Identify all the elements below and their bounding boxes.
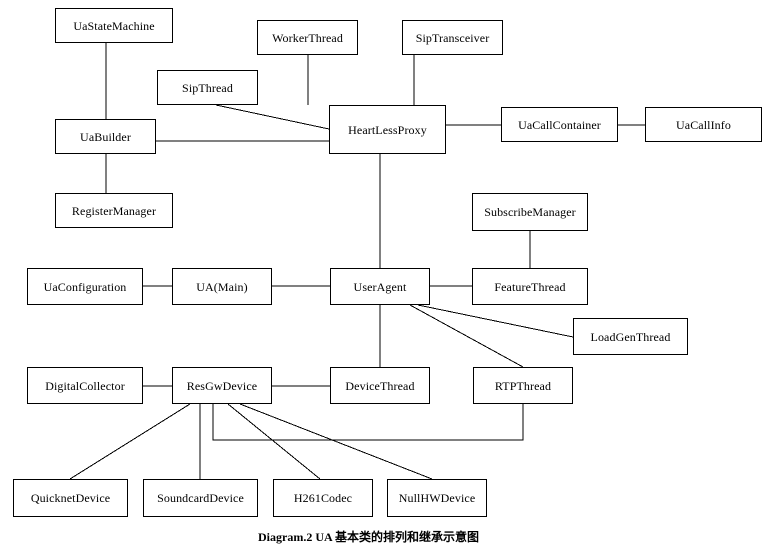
class-node-DeviceThread[interactable]: DeviceThread: [330, 367, 430, 404]
class-node-LoadGenThread[interactable]: LoadGenThread: [573, 318, 688, 355]
class-node-label: ResGwDevice: [186, 378, 258, 393]
class-node-label: RegisterManager: [71, 203, 157, 218]
class-node-NullHWDevice[interactable]: NullHWDevice: [387, 479, 487, 517]
class-node-label: NullHWDevice: [398, 491, 476, 505]
class-node-label: UaCallContainer: [518, 117, 601, 132]
class-node-FeatureThread[interactable]: FeatureThread: [472, 268, 588, 305]
class-node-SipTransceiver[interactable]: SipTransceiver: [402, 20, 503, 55]
class-node-label: DeviceThread: [345, 378, 415, 393]
class-node-label: UaCallInfo: [676, 117, 731, 132]
class-node-HeartLessProxy[interactable]: HeartLessProxy: [329, 105, 446, 154]
class-node-label: SipTransceiver: [415, 30, 490, 45]
class-node-DigitalCollector[interactable]: DigitalCollector: [27, 367, 143, 404]
class-node-label: UserAgent: [353, 279, 407, 294]
class-node-label: WorkerThread: [272, 30, 343, 45]
connector-UserAgent-to-RTPThread: [409, 304, 524, 368]
class-node-label: H261Codec: [293, 491, 353, 505]
class-node-label: RTPThread: [494, 378, 552, 393]
class-node-RegisterManager[interactable]: RegisterManager: [55, 193, 173, 228]
connector-UserAgent-to-LoadGenThread: [417, 304, 574, 338]
connector-ResGwDevice-to-RTPThread: [212, 404, 524, 441]
class-node-QuicknetDevice[interactable]: QuicknetDevice: [13, 479, 128, 517]
class-node-label: HeartLessProxy: [348, 122, 427, 137]
class-node-SubscribeManager[interactable]: SubscribeManager: [472, 193, 588, 231]
class-node-label: DigitalCollector: [45, 378, 125, 393]
class-node-UaStateMachine[interactable]: UaStateMachine: [55, 8, 173, 43]
class-node-RTPThread[interactable]: RTPThread: [473, 367, 573, 404]
class-node-label: LoadGenThread: [590, 329, 671, 344]
class-node-UaBuilder[interactable]: UaBuilder: [55, 119, 156, 154]
class-node-label: SoundcardDevice: [157, 491, 244, 505]
class-node-UA(Main)[interactable]: UA(Main): [172, 268, 272, 305]
connector-SipThread-to-HeartLessProxy: [215, 104, 330, 130]
class-node-label: FeatureThread: [494, 279, 566, 294]
connector-ResGwDevice-to-H261Codec: [227, 403, 321, 480]
diagram-caption: Diagram.2 UA 基本类的排列和继承示意图: [258, 530, 479, 544]
connector-ResGwDevice-to-QuicknetDevice: [69, 403, 191, 480]
class-node-WorkerThread[interactable]: WorkerThread: [257, 20, 358, 55]
class-node-SoundcardDevice[interactable]: SoundcardDevice: [143, 479, 258, 517]
class-node-label: SubscribeManager: [484, 205, 576, 219]
class-node-label: UaConfiguration: [43, 279, 127, 294]
class-node-UaCallInfo[interactable]: UaCallInfo: [645, 107, 762, 142]
class-node-H261Codec[interactable]: H261Codec: [273, 479, 373, 517]
class-node-label: UaStateMachine: [73, 18, 155, 33]
class-node-UserAgent[interactable]: UserAgent: [330, 268, 430, 305]
class-node-SipThread[interactable]: SipThread: [157, 70, 258, 105]
class-node-ResGwDevice[interactable]: ResGwDevice: [172, 367, 272, 404]
class-node-label: QuicknetDevice: [30, 491, 111, 505]
class-node-UaConfiguration[interactable]: UaConfiguration: [27, 268, 143, 305]
class-node-label: UaBuilder: [80, 129, 131, 144]
class-node-UaCallContainer[interactable]: UaCallContainer: [501, 107, 618, 142]
connector-ResGwDevice-to-NullHWDevice: [239, 403, 433, 480]
class-node-label: UA(Main): [196, 279, 248, 294]
class-node-label: SipThread: [182, 80, 233, 95]
